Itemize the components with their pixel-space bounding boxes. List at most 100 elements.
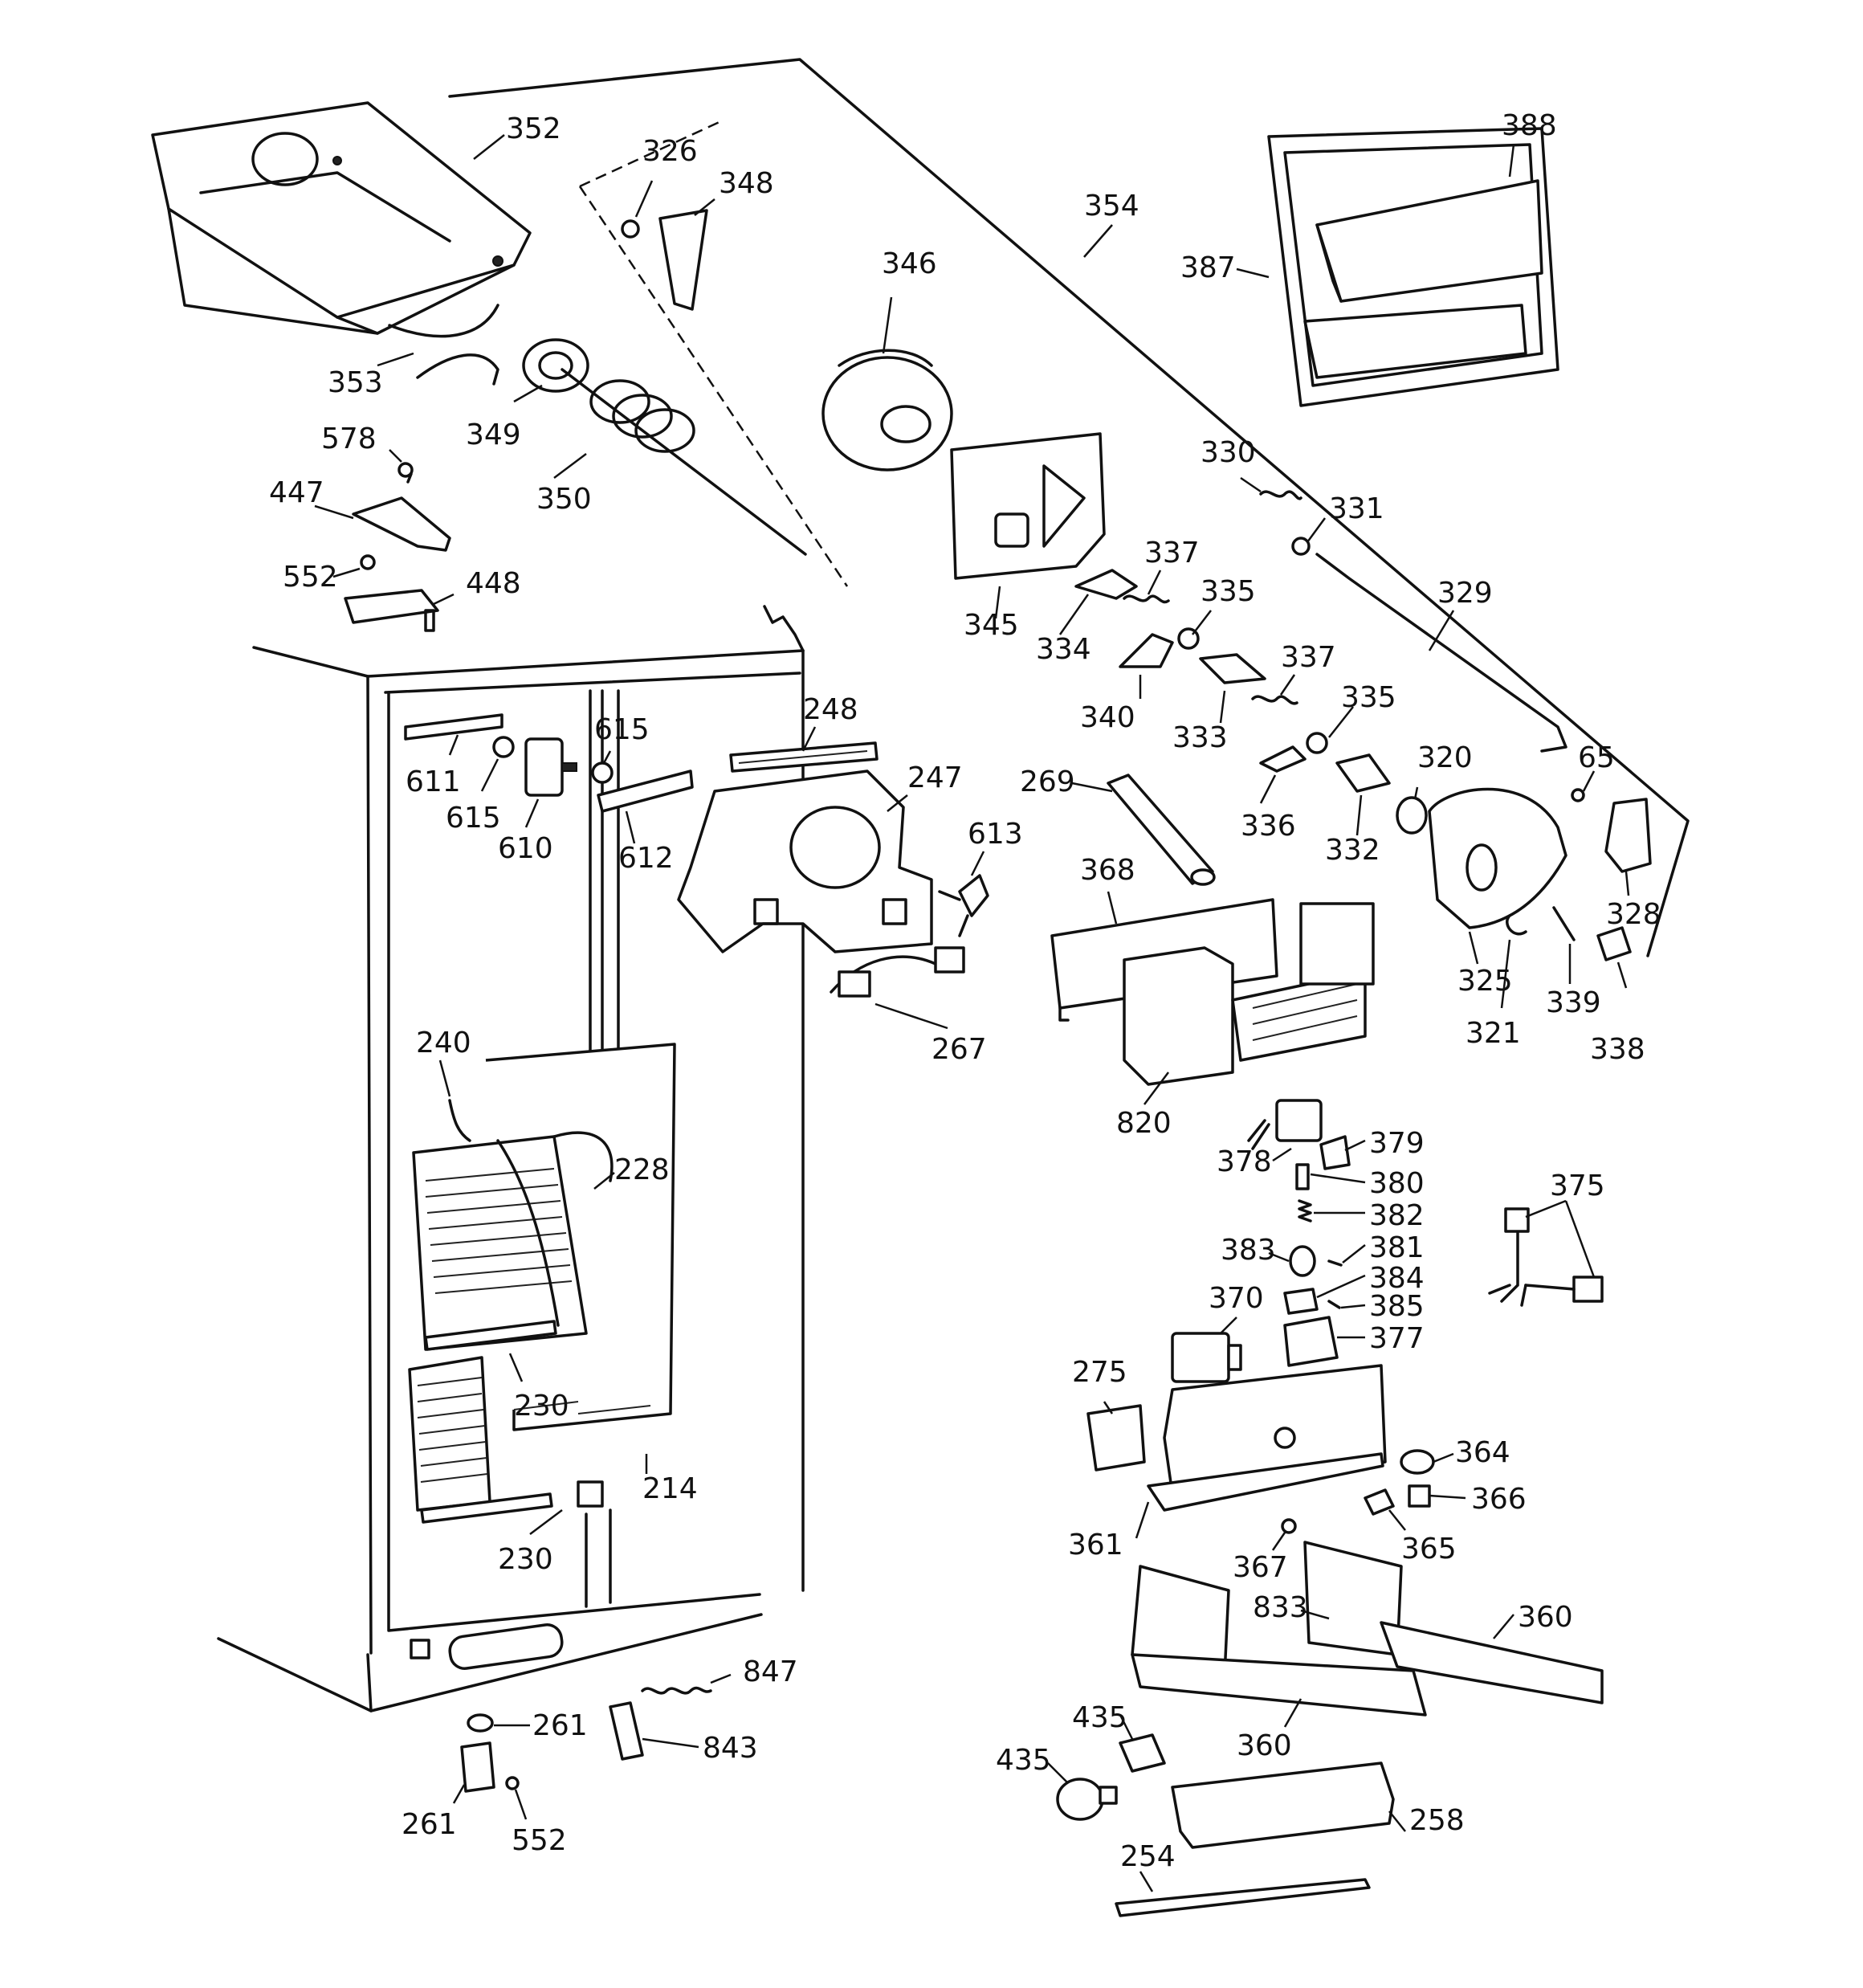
callout-366: 366 — [1471, 1483, 1527, 1516]
callout-326: 326 — [642, 135, 698, 168]
callout-247: 247 — [907, 761, 963, 794]
callout-378: 378 — [1217, 1145, 1272, 1178]
callout-240: 240 — [416, 1027, 471, 1059]
lamp-bulb-435 — [1056, 1778, 1118, 1821]
bracket-612 — [597, 769, 694, 813]
callout-578: 578 — [321, 423, 377, 455]
spring-382 — [1298, 1199, 1312, 1223]
screw-578 — [397, 462, 414, 484]
callout-331: 331 — [1329, 492, 1384, 525]
callout-611: 611 — [406, 765, 461, 798]
callout-365: 365 — [1401, 1533, 1457, 1565]
callout-352: 352 — [506, 112, 561, 145]
screw-552-lower — [505, 1776, 520, 1790]
callout-381: 381 — [1369, 1231, 1425, 1264]
link-333 — [1199, 653, 1266, 684]
lever-843 — [609, 1701, 644, 1761]
auger-350 — [561, 368, 807, 556]
bracket-275 — [1086, 1404, 1146, 1472]
crusher-blade-348 — [658, 209, 708, 311]
motor-370 — [1171, 1332, 1242, 1383]
callout-258: 258 — [1409, 1804, 1465, 1837]
callout-384: 384 — [1369, 1262, 1425, 1295]
callout-261-bracket: 261 — [402, 1808, 457, 1841]
knob-615-left — [492, 736, 515, 758]
callout-348: 348 — [719, 167, 774, 200]
callout-328: 328 — [1606, 898, 1661, 931]
lamp-socket-435 — [1119, 1733, 1166, 1773]
callout-228: 228 — [614, 1153, 670, 1186]
callout-340: 340 — [1080, 701, 1135, 734]
lower-evaporator — [408, 1356, 491, 1512]
switch-338 — [1596, 926, 1632, 961]
callout-336: 336 — [1241, 810, 1296, 843]
callout-230-upper: 230 — [514, 1390, 569, 1423]
dispenser-housing-361 — [1147, 1364, 1387, 1512]
plunger-380 — [1295, 1163, 1310, 1190]
callout-435-socket: 435 — [1072, 1701, 1127, 1734]
callout-360-right: 360 — [1518, 1601, 1573, 1634]
leaders-gear-train — [1058, 476, 1630, 1009]
spring-337-upper — [1123, 594, 1170, 604]
pin-339 — [1552, 906, 1576, 941]
callout-435-bulb: 435 — [996, 1744, 1051, 1777]
bracket-448 — [344, 589, 439, 632]
leaders-bottom-left — [452, 1673, 732, 1820]
auger-motor-346 — [821, 349, 953, 471]
callout-367: 367 — [1233, 1551, 1288, 1584]
callout-334: 334 — [1036, 633, 1091, 666]
screw-65 — [1571, 788, 1585, 802]
callout-610: 610 — [498, 832, 553, 865]
callout-379: 379 — [1369, 1127, 1425, 1160]
callout-330: 330 — [1201, 436, 1256, 469]
callout-375: 375 — [1550, 1170, 1605, 1202]
control-610 — [524, 737, 577, 797]
solenoid-378 — [1247, 1099, 1323, 1150]
callout-360-left: 360 — [1237, 1729, 1292, 1762]
screw-552-upper — [360, 554, 376, 570]
callout-612: 612 — [618, 842, 674, 875]
callout-325: 325 — [1457, 965, 1513, 998]
callout-339: 339 — [1546, 986, 1601, 1019]
callout-337-upper: 337 — [1144, 537, 1200, 569]
fan-housing-247 — [677, 769, 933, 953]
bracket-377 — [1283, 1316, 1339, 1367]
leaders-bottom-center — [1047, 1401, 1514, 1892]
callout-320: 320 — [1417, 741, 1473, 774]
callout-269: 269 — [1020, 765, 1075, 798]
callout-370: 370 — [1209, 1282, 1264, 1315]
callout-346: 346 — [882, 247, 937, 280]
rail-360-right — [1303, 1541, 1604, 1704]
spring-847 — [641, 1686, 712, 1695]
callout-335-upper: 335 — [1201, 575, 1256, 608]
callout-388: 388 — [1502, 109, 1557, 142]
callout-230-lower: 230 — [498, 1543, 553, 1576]
pin-381 — [1327, 1259, 1343, 1267]
bracket-611 — [404, 713, 503, 741]
callout-615-bottom: 615 — [446, 802, 501, 835]
tube-269 — [1107, 774, 1216, 886]
switch-364 — [1400, 1449, 1435, 1475]
callout-332: 332 — [1325, 834, 1380, 867]
callout-350: 350 — [536, 483, 592, 516]
callout-385: 385 — [1369, 1290, 1425, 1323]
freezer-vent-slot — [448, 1623, 564, 1670]
callout-329: 329 — [1437, 577, 1493, 610]
spring-330 — [1259, 490, 1302, 500]
bracket-379 — [1319, 1135, 1351, 1170]
dispenser-door-388 — [1315, 179, 1543, 303]
switch-366 — [1408, 1484, 1431, 1508]
washer-261 — [467, 1713, 494, 1733]
bucket-wire-353 — [388, 304, 499, 386]
callout-337-lower: 337 — [1281, 641, 1336, 674]
callout-261-washer: 261 — [532, 1709, 588, 1742]
trim-254 — [1115, 1878, 1371, 1917]
callout-361: 361 — [1068, 1529, 1123, 1561]
strip-248 — [729, 741, 879, 773]
heater-230-lower — [420, 1480, 604, 1524]
screw-367 — [1281, 1518, 1297, 1534]
callout-labels: 352 326 348 354 346 388 387 353 349 578 … — [269, 109, 1661, 1873]
cam-340 — [1119, 633, 1174, 668]
callout-65: 65 — [1578, 741, 1615, 774]
leaders-dispenser — [1220, 1139, 1596, 1339]
